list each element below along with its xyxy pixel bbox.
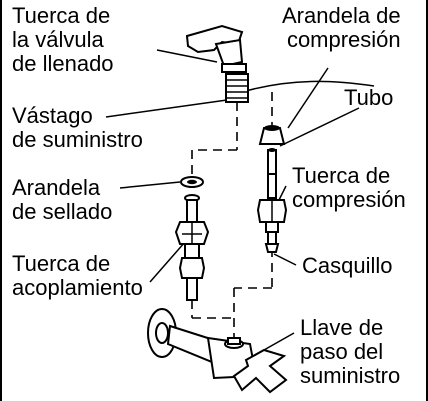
tube	[267, 148, 277, 175]
label-compression-nut: Tuerca de compresión	[292, 163, 406, 212]
leader-sealing-washer	[119, 181, 181, 189]
coupling-nut-assembly	[174, 194, 210, 301]
leader-shutoff-valve	[263, 332, 295, 351]
sealing-washer	[180, 176, 204, 188]
leader-supply-shank	[105, 99, 228, 118]
label-coupling-nut: Tuerca de acoplamiento	[12, 251, 143, 300]
label-supply-shutoff-valve: Llave de paso del suministro	[300, 315, 401, 388]
leader-ferrule	[273, 253, 297, 266]
compression-nut	[256, 173, 288, 233]
label-ferrule: Casquillo	[302, 253, 393, 278]
leader-lines	[105, 49, 375, 351]
supply-shutoff-valve	[147, 308, 288, 394]
supply-shank	[225, 73, 249, 103]
label-compression-washer: Arandela de compresión	[282, 3, 401, 52]
leader-compression-washer	[287, 67, 329, 129]
leader-fill-valve-nut	[156, 49, 218, 63]
leader-tube	[279, 107, 360, 147]
tank-edge-line	[241, 80, 375, 93]
label-supply-shank: Vástago de suministro	[12, 103, 143, 152]
alignment-lines	[191, 92, 273, 340]
label-fill-valve-nut: Tuerca de la válvula de llenado	[12, 3, 114, 76]
label-sealing-washer: Arandela de sellado	[12, 175, 113, 224]
compression-washer	[258, 125, 286, 145]
ferrule	[264, 231, 280, 253]
fill-valve-nut	[185, 24, 247, 73]
label-tube: Tubo	[344, 85, 394, 110]
